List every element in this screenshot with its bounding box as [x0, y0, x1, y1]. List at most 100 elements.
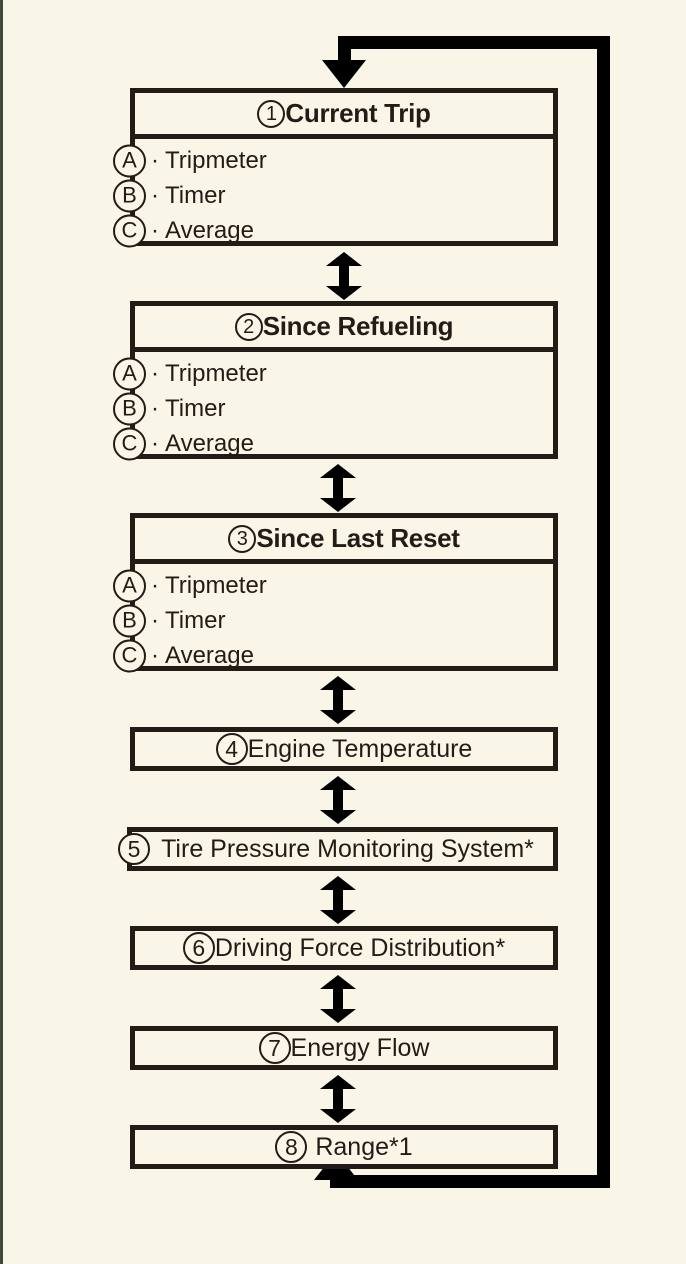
- node-since-refueling[interactable]: 2 Since Refueling A ·Tripmeter B ·Timer …: [113, 301, 558, 460]
- node-energy-flow[interactable]: 7 Energy Flow: [130, 1026, 558, 1070]
- node-1-title: Current Trip: [285, 98, 431, 128]
- bullet-dot-icon: ·: [151, 181, 159, 209]
- node-3-header: 3 Since Last Reset: [135, 518, 553, 564]
- circled-number-1-icon: 1: [257, 99, 286, 128]
- node-3-item-c-text: Average: [165, 641, 254, 669]
- loop-line-top-vertical: [338, 36, 351, 66]
- node-driving-force-distribution[interactable]: 6 Driving Force Distribution*: [130, 926, 558, 970]
- node-3-item-b[interactable]: B ·Timer: [113, 603, 553, 638]
- node-8-title: Range*1: [315, 1132, 413, 1161]
- node-3-item-a-text: Tripmeter: [165, 571, 267, 599]
- loop-line-right: [597, 36, 610, 1188]
- circled-letter-b-icon: B: [113, 392, 146, 425]
- circled-letter-b-icon: B: [113, 604, 146, 637]
- circled-number-3-icon: 3: [228, 524, 257, 553]
- node-6-title: Driving Force Distribution*: [214, 933, 506, 962]
- connector-6-7: [320, 975, 356, 1023]
- circled-number-7-icon: 7: [258, 1032, 291, 1064]
- node-3-item-b-text: Timer: [165, 606, 226, 634]
- arrow-down-icon: [320, 1009, 356, 1023]
- arrow-down-icon: [320, 710, 356, 724]
- connector-stem: [333, 787, 343, 813]
- connector-1-2: [326, 252, 362, 300]
- node-1-item-b-label: ·Timer: [151, 182, 225, 210]
- circled-number-5-icon: 5: [118, 833, 150, 865]
- node-1-item-a[interactable]: A ·Tripmeter: [113, 143, 553, 178]
- bullet-dot-icon: ·: [151, 641, 159, 669]
- arrow-up-icon: [320, 1075, 356, 1089]
- node-current-trip[interactable]: 1 Current Trip A ·Tripmeter B ·Timer C ·…: [113, 88, 558, 248]
- node-3-item-c-label: ·Average: [151, 642, 254, 670]
- connector-stem: [333, 1086, 343, 1112]
- bullet-dot-icon: ·: [151, 146, 159, 174]
- node-1-item-b[interactable]: B ·Timer: [113, 178, 553, 213]
- loop-line-bottom-horizontal: [330, 1175, 610, 1188]
- node-2-item-a-label: ·Tripmeter: [151, 360, 267, 388]
- arrow-down-icon: [320, 910, 356, 924]
- node-2-item-b-text: Timer: [165, 394, 226, 422]
- node-3-title: Since Last Reset: [256, 523, 460, 553]
- node-1-item-a-label: ·Tripmeter: [151, 147, 267, 175]
- arrow-up-icon: [320, 676, 356, 690]
- connector-4-5: [320, 776, 356, 824]
- node-2-item-b[interactable]: B ·Timer: [113, 391, 553, 426]
- node-1-item-c[interactable]: C ·Average: [113, 213, 553, 248]
- node-2-item-c[interactable]: C ·Average: [113, 426, 553, 461]
- loop-arrow-into-step-1-icon: [322, 60, 366, 88]
- bullet-dot-icon: ·: [151, 359, 159, 387]
- arrow-up-icon: [326, 252, 362, 266]
- node-1-header: 1 Current Trip: [135, 93, 553, 139]
- circled-letter-c-icon: C: [113, 427, 146, 460]
- node-2-item-a-text: Tripmeter: [165, 359, 267, 387]
- node-3-item-c[interactable]: C ·Average: [113, 638, 553, 673]
- bullet-dot-icon: ·: [151, 606, 159, 634]
- circled-number-6-icon: 6: [182, 932, 215, 964]
- circled-letter-a-icon: A: [113, 569, 146, 602]
- node-3-body: A ·Tripmeter B ·Timer C ·Average: [113, 564, 553, 679]
- circled-number-4-icon: 4: [215, 733, 248, 765]
- left-edge-strip: [0, 0, 3, 1264]
- node-2-item-a[interactable]: A ·Tripmeter: [113, 356, 553, 391]
- arrow-down-icon: [320, 1109, 356, 1123]
- bullet-dot-icon: ·: [151, 216, 159, 244]
- node-1-item-b-text: Timer: [165, 181, 226, 209]
- node-since-last-reset[interactable]: 3 Since Last Reset A ·Tripmeter B ·Timer…: [113, 513, 558, 672]
- connector-2-3: [320, 464, 356, 512]
- node-2-header: 2 Since Refueling: [135, 306, 553, 352]
- node-3-item-a[interactable]: A ·Tripmeter: [113, 568, 553, 603]
- connector-3-4: [320, 676, 356, 724]
- circled-letter-a-icon: A: [113, 357, 146, 390]
- circled-number-2-icon: 2: [234, 312, 263, 341]
- node-7-title: Energy Flow: [290, 1033, 430, 1062]
- circled-letter-c-icon: C: [113, 639, 146, 672]
- node-range[interactable]: 8 Range*1: [130, 1125, 558, 1169]
- node-3-item-b-label: ·Timer: [151, 607, 225, 635]
- node-2-item-c-text: Average: [165, 429, 254, 457]
- node-2-item-c-label: ·Average: [151, 430, 254, 458]
- connector-stem: [333, 687, 343, 713]
- connector-stem: [339, 263, 349, 289]
- node-2-body: A ·Tripmeter B ·Timer C ·Average: [113, 352, 553, 467]
- circled-letter-b-icon: B: [113, 179, 146, 212]
- arrow-up-icon: [320, 776, 356, 790]
- arrow-up-icon: [320, 464, 356, 478]
- circled-number-8-icon: 8: [275, 1131, 308, 1163]
- node-tire-pressure-monitoring-system[interactable]: 5 Tire Pressure Monitoring System*: [118, 827, 558, 871]
- node-1-item-c-text: Average: [165, 216, 254, 244]
- connector-5-6: [320, 876, 356, 924]
- node-1-item-a-text: Tripmeter: [165, 146, 267, 174]
- connector-7-8: [320, 1075, 356, 1123]
- node-1-item-c-label: ·Average: [151, 217, 254, 245]
- loop-line-top-horizontal: [338, 36, 604, 49]
- connector-stem: [333, 887, 343, 913]
- node-engine-temperature[interactable]: 4 Engine Temperature: [130, 727, 558, 771]
- arrow-up-icon: [320, 876, 356, 890]
- connector-stem: [333, 475, 343, 501]
- node-5-title: Tire Pressure Monitoring System*: [161, 834, 534, 863]
- arrow-down-icon: [320, 810, 356, 824]
- arrow-down-icon: [326, 286, 362, 300]
- node-2-title: Since Refueling: [262, 311, 454, 341]
- bullet-dot-icon: ·: [151, 571, 159, 599]
- circled-letter-a-icon: A: [113, 144, 146, 177]
